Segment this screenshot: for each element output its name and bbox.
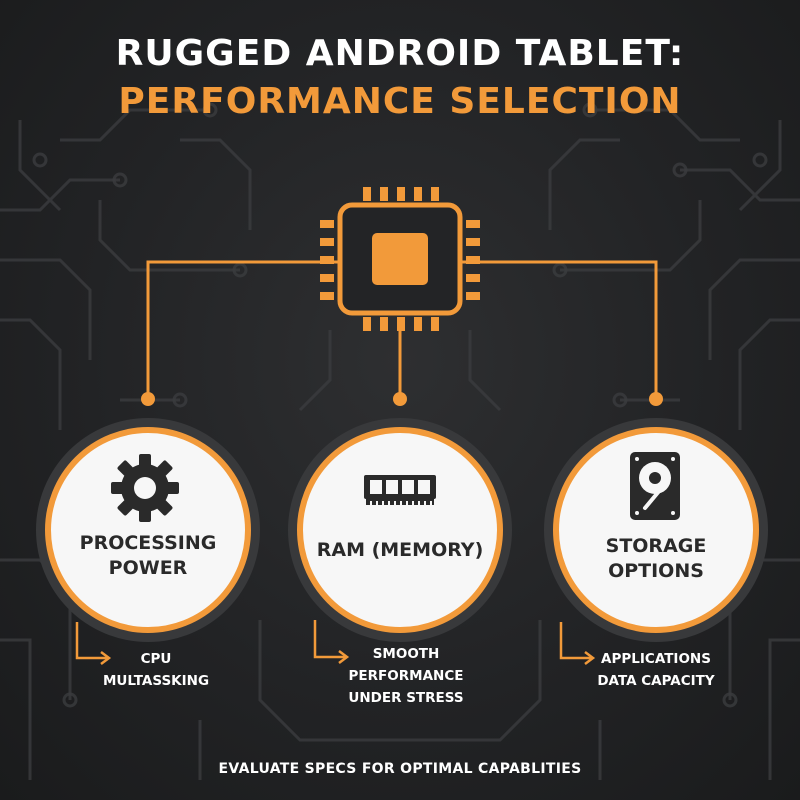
node-label-line-1: RAM (MEMORY) — [316, 539, 484, 561]
detail-arrows — [75, 620, 596, 665]
title-block: RUGGED ANDROID TABLET: PERFORMANCE SELEC… — [0, 32, 800, 124]
connector-lines — [146, 260, 658, 395]
cpu-chip-icon — [320, 187, 480, 331]
gear-icon — [111, 454, 179, 522]
node-storage-options — [544, 418, 768, 642]
detail-item: MULTASSKING — [102, 673, 210, 689]
node-label-line-2: POWER — [108, 557, 188, 579]
detail-item: UNDER STRESS — [348, 690, 464, 706]
detail-item: PERFORMANCE — [348, 668, 464, 684]
details-storage-options: APPLICATIONS DATA CAPACITY — [586, 648, 726, 692]
title-line-2: PERFORMANCE SELECTION — [118, 81, 682, 122]
node-ram-memory — [288, 418, 512, 642]
footer-text: EVALUATE SPECS FOR OPTIMAL CAPABLITIES — [218, 761, 582, 777]
connector-dots — [141, 392, 663, 406]
node-label-processing-power: PROCESSING POWER — [68, 531, 228, 581]
circuit-pads — [32, 102, 768, 708]
memory-module-icon — [364, 475, 436, 505]
node-label-line-1: STORAGE — [605, 535, 707, 557]
detail-item: CPU — [140, 651, 172, 667]
detail-item: DATA CAPACITY — [597, 673, 715, 689]
node-label-line-1: PROCESSING — [79, 532, 217, 554]
node-label-line-2: OPTIONS — [608, 560, 704, 582]
node-label-ram-memory: RAM (MEMORY) — [312, 538, 488, 563]
node-processing-power — [36, 418, 260, 642]
circuit-background — [0, 108, 800, 780]
details-ram-memory: SMOOTH PERFORMANCE UNDER STRESS — [336, 643, 476, 709]
detail-item: SMOOTH — [372, 646, 440, 662]
detail-item: APPLICATIONS — [601, 651, 711, 667]
title-line-1: RUGGED ANDROID TABLET: — [115, 33, 685, 74]
hard-drive-icon — [630, 452, 680, 520]
details-processing-power: CPU MULTASSKING — [86, 648, 226, 692]
node-label-storage-options: STORAGE OPTIONS — [576, 534, 736, 584]
